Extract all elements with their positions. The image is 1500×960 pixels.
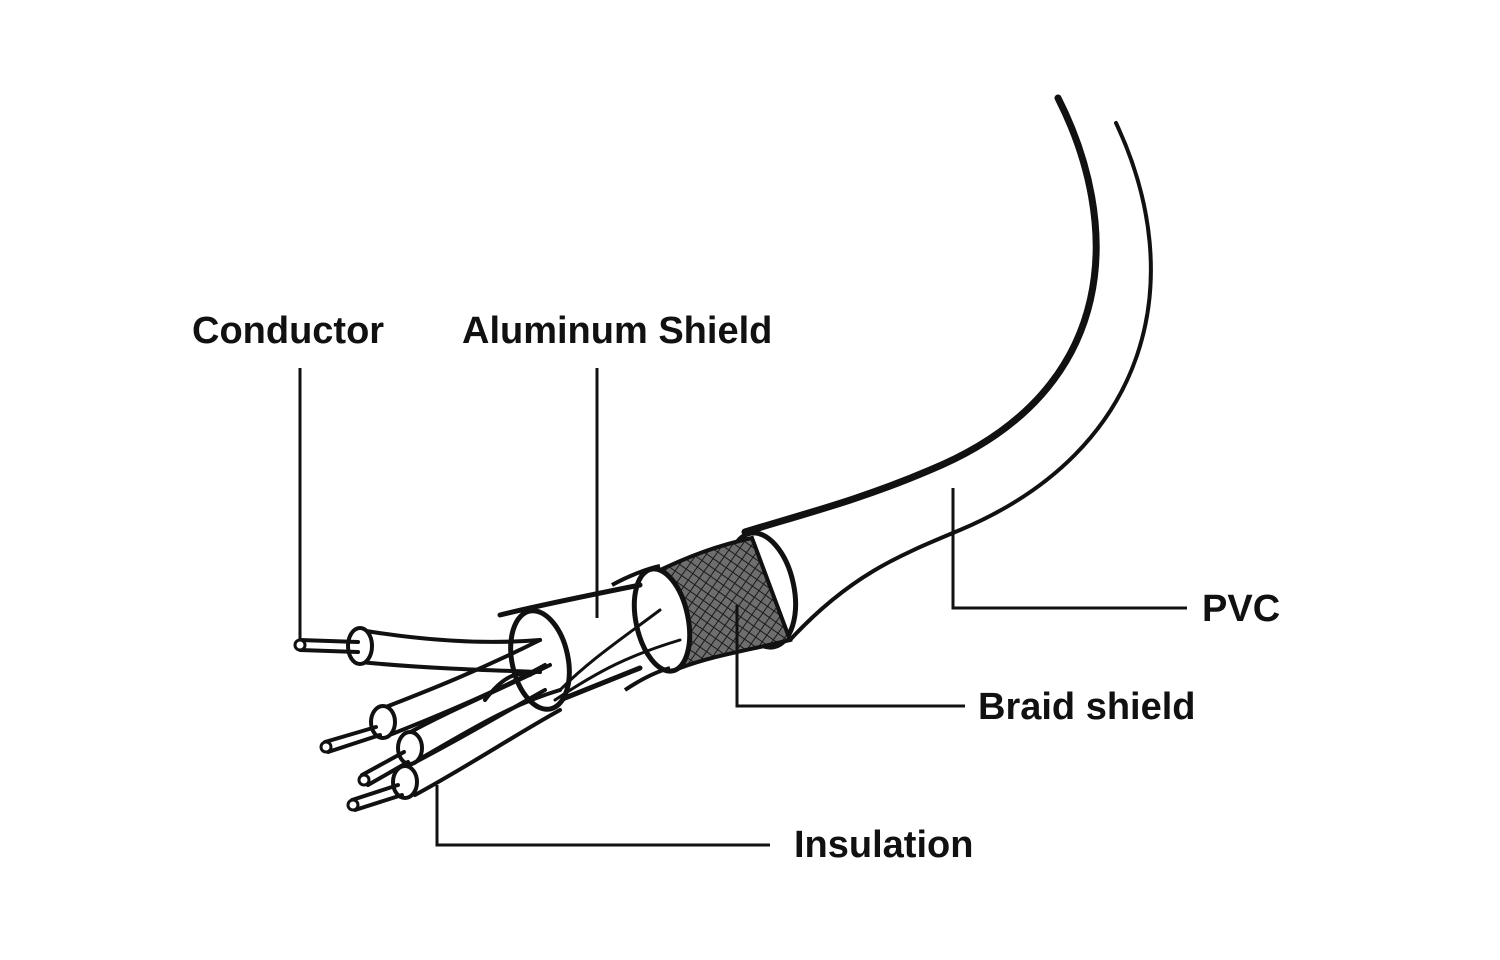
label-conductor: Conductor [192,310,385,352]
aluminum-shield [497,582,682,712]
insulated-wires [293,626,562,812]
leader-braid [735,605,965,708]
leader-insulation [435,785,770,847]
label-pvc: PVC [1202,588,1281,630]
label-braid-shield: Braid shield [978,686,1196,728]
leader-pvc [951,488,1187,610]
label-insulation: Insulation [794,824,974,866]
pvc-jacket [725,94,1153,650]
braid-shield [611,535,793,692]
leader-lines [298,368,1187,847]
label-aluminum-shield: Aluminum Shield [462,310,773,352]
